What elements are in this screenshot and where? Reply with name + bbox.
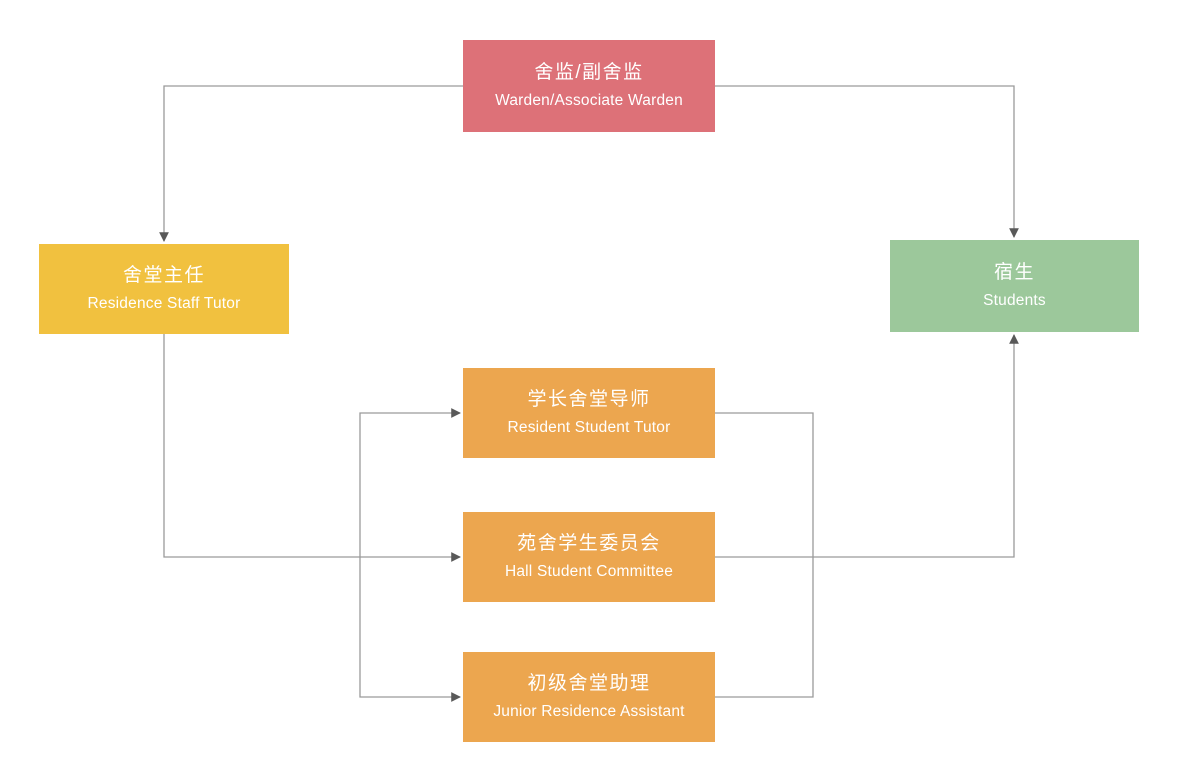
node-title-zh: 宿生 xyxy=(993,262,1035,284)
node-students: 宿生 Students xyxy=(890,240,1139,332)
node-resident-student-tutor: 学长舍堂导师 Resident Student Tutor xyxy=(463,368,715,458)
node-title-zh: 苑舍学生委员会 xyxy=(517,533,661,555)
connector-branch-to-junior-assistant xyxy=(359,557,461,702)
node-junior-residence-assistant: 初级舍堂助理 Junior Residence Assistant xyxy=(463,652,715,742)
connector-committee-to-students xyxy=(715,334,1019,558)
connector-junior-assistant-join xyxy=(715,557,814,698)
node-residence-staff-tutor: 舍堂主任 Residence Staff Tutor xyxy=(39,244,289,334)
node-warden: 舍监/副舍监 Warden/Associate Warden xyxy=(463,40,715,132)
node-subtitle-en: Hall Student Committee xyxy=(504,563,674,581)
node-title-zh: 初级舍堂助理 xyxy=(527,673,651,695)
node-title-zh: 舍监/副舍监 xyxy=(534,62,644,84)
node-subtitle-en: Resident Student Tutor xyxy=(507,419,671,437)
node-title-zh: 学长舍堂导师 xyxy=(527,389,651,411)
connector-warden-to-students xyxy=(715,85,1019,238)
node-subtitle-en: Junior Residence Assistant xyxy=(493,703,685,721)
node-subtitle-en: Residence Staff Tutor xyxy=(87,295,241,313)
node-hall-student-committee: 苑舍学生委员会 Hall Student Committee xyxy=(463,512,715,602)
connector-resident-tutor-join xyxy=(715,412,814,557)
connector-warden-to-staff-tutor xyxy=(159,85,463,242)
node-title-zh: 舍堂主任 xyxy=(122,265,205,287)
connector-staff-tutor-to-committee xyxy=(163,334,461,562)
connector-branch-to-resident-tutor xyxy=(359,408,461,557)
node-subtitle-en: Warden/Associate Warden xyxy=(495,92,683,110)
node-subtitle-en: Students xyxy=(983,292,1046,310)
